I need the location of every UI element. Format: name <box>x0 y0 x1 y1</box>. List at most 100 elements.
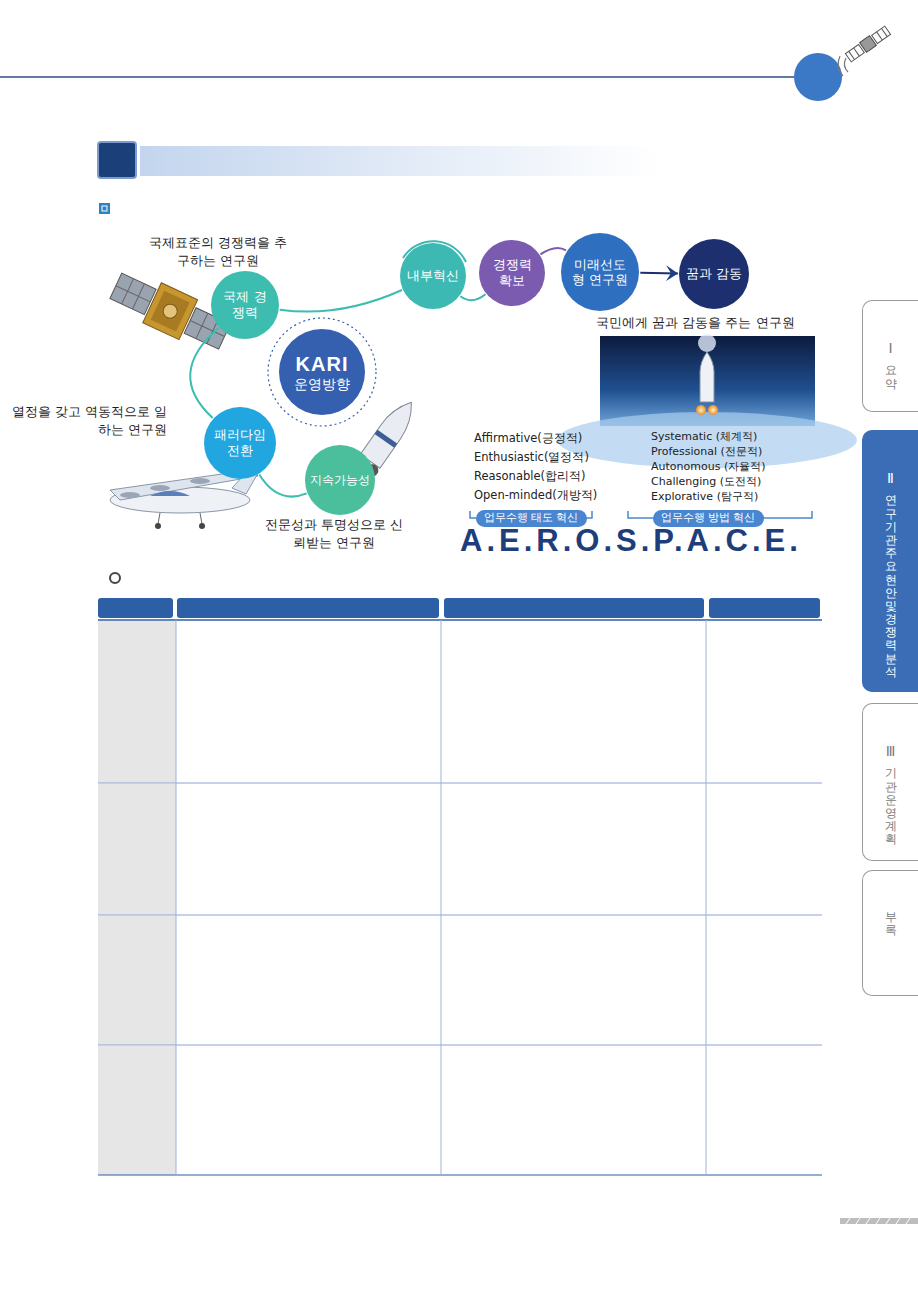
section-marker <box>98 142 136 178</box>
caption-text: 전문성과 투명성으로 신뢰받는 연구원 <box>262 516 406 552</box>
value-word: Challenging (도전적) <box>651 474 816 489</box>
satellite-lens <box>161 302 180 321</box>
table-rule <box>98 783 822 784</box>
side-tab: Ⅰ 요약 <box>862 300 918 412</box>
goal-circle: 국제 경쟁력 <box>211 271 279 339</box>
table-rule <box>98 915 822 916</box>
connector <box>460 294 485 300</box>
bullet-circle <box>110 573 120 583</box>
node-text: 요약 <box>885 364 897 390</box>
node-text: Ⅱ <box>884 471 898 486</box>
table-header-cell <box>709 598 820 618</box>
header-rule <box>0 76 800 78</box>
value-word: Systematic (체계적) <box>651 429 816 444</box>
engine-flame <box>696 405 706 415</box>
side-tab: Ⅲ기관운영계획 <box>862 703 918 861</box>
rotor <box>150 485 170 491</box>
node-text: 패러다임 전환 <box>212 427 268 458</box>
header-dot <box>794 53 842 101</box>
bullet-square <box>99 203 110 214</box>
table-first-column <box>98 621 176 783</box>
goal-circle: 지속가능성 <box>305 445 375 515</box>
caption-text: 열정을 갖고 역동적으로 일하는 연구원 <box>4 403 167 439</box>
table-first-column <box>98 916 176 1045</box>
node-text: 운영방향 <box>294 376 350 393</box>
node-text: 업무수행 방법 혁신 <box>661 511 756 524</box>
center-ring <box>268 318 376 426</box>
canopy <box>150 491 190 496</box>
value-word: Explorative (탐구적) <box>651 489 816 504</box>
bullet-inner <box>102 206 107 211</box>
side-tab-active: Ⅱ 연구기관 주요현안 및 경쟁력 분석 <box>862 430 918 692</box>
table-header-cell <box>98 598 173 618</box>
center-circle: KARI운영방향 <box>279 329 365 415</box>
light-glow <box>698 334 716 352</box>
value-word: Autonomous (자율적) <box>651 459 816 474</box>
table-header-cell <box>177 598 439 618</box>
satellite-icon <box>845 25 891 62</box>
node-text: 연구기관 주요현안 및 경쟁력 분석 <box>885 494 897 679</box>
chain-circle: 미래선도형 연구원 <box>561 233 640 312</box>
gear <box>158 513 160 524</box>
empty-table <box>98 598 822 1175</box>
connector <box>280 290 402 312</box>
page-stripe <box>840 1218 918 1224</box>
gear <box>200 513 202 524</box>
caption-text: 국민에게 꿈과 감동을 주는 연구원 <box>596 314 818 332</box>
signal-arc <box>844 58 848 72</box>
side-tab: 부록 <box>862 870 918 996</box>
node-text: 부록 <box>885 911 897 937</box>
icon-grid <box>849 51 855 59</box>
value-word: Affirmative(긍정적) <box>474 429 624 448</box>
value-word: Open-minded(개방적) <box>474 486 624 505</box>
icon-grid <box>854 48 860 56</box>
earth-glow <box>557 412 857 468</box>
table-header-cell <box>444 598 704 618</box>
value-word: Professional (전문적) <box>651 444 816 459</box>
table-rule <box>98 1174 822 1175</box>
signal-arc <box>838 56 843 76</box>
connector <box>190 328 218 418</box>
node-text: 꿈과 감동 <box>686 266 742 282</box>
rocket-body <box>360 395 421 468</box>
engine-flame <box>708 405 718 415</box>
table-first-column <box>98 784 176 915</box>
node-text: 경쟁력 확보 <box>490 257 534 288</box>
icon-grid <box>877 32 883 40</box>
goal-circle: 꿈과 감동 <box>679 239 749 309</box>
node-text: KARI <box>296 352 349 376</box>
table-column-rule <box>441 620 442 1175</box>
table-column-rule <box>176 620 177 1175</box>
table-first-column <box>98 1046 176 1175</box>
chain-circle: 내부혁신 <box>400 243 466 309</box>
node-text: 내부혁신 <box>407 268 459 284</box>
rotor <box>120 492 140 498</box>
table-rule <box>98 619 822 621</box>
connector <box>640 272 678 275</box>
icon-panel <box>845 44 864 61</box>
panel-grid <box>116 286 150 302</box>
table-rule <box>98 1045 822 1046</box>
chain-circle: 경쟁력 확보 <box>479 240 545 306</box>
node-text: 업무수행 태도 혁신 <box>484 511 579 524</box>
rocket-band <box>375 430 398 448</box>
acronym-title: A.E.R.O.S.P.A.C.E. <box>460 524 818 558</box>
value-word: Enthusiastic(열정적) <box>474 448 624 467</box>
section-bar <box>140 146 660 176</box>
connector <box>540 248 566 254</box>
icon-panel <box>872 26 891 43</box>
connector <box>259 475 306 497</box>
node-text: 국제 경쟁력 <box>223 289 267 320</box>
node-text: Ⅰ <box>884 341 898 356</box>
satellite-foil <box>151 291 190 332</box>
value-word: Reasonable(합리적) <box>474 467 624 486</box>
table-column-rule <box>706 620 707 1175</box>
rotor <box>190 478 210 484</box>
icon-grid <box>882 28 888 36</box>
node-text: Ⅲ <box>884 744 898 759</box>
wheel <box>199 523 205 529</box>
